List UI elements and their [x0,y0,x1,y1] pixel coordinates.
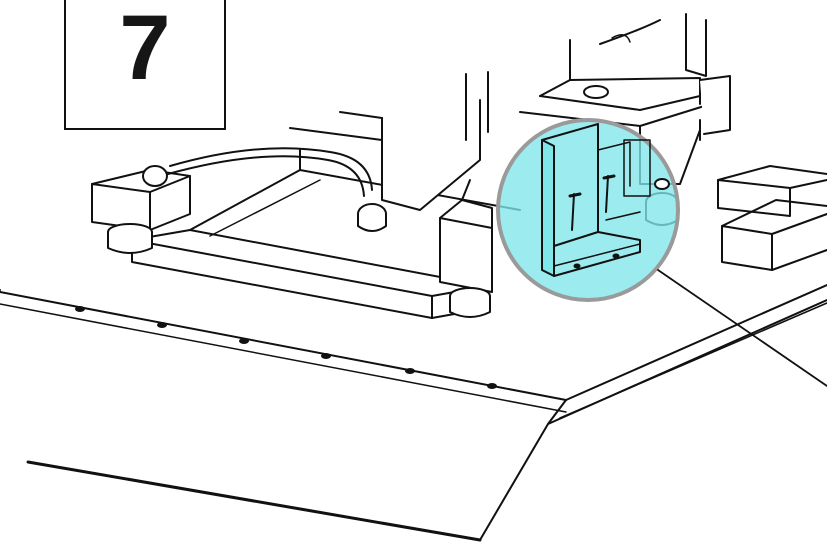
bracket-highlight [496,118,680,302]
bracket-clamp [623,119,701,197]
side-box-upper [717,165,827,217]
step-number-box: 7 [64,0,226,130]
base-plate [0,284,827,542]
callout-leader-line [657,269,827,387]
screws [568,174,616,231]
angle-bracket [541,123,641,277]
side-box-lower [721,199,827,271]
step-number: 7 [119,0,171,99]
plate-holes [75,306,497,389]
